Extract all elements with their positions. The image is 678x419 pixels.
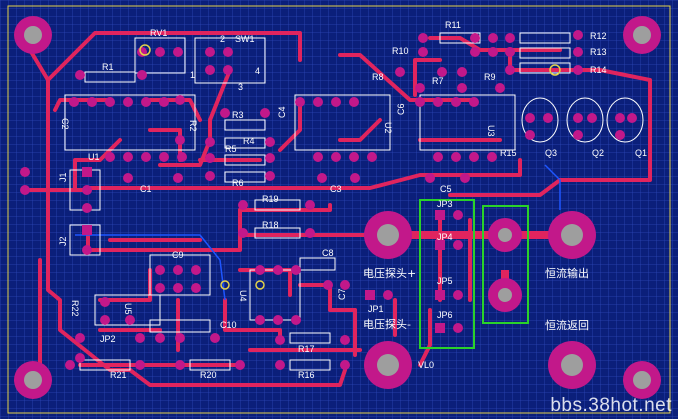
- label-r15: R15: [500, 148, 517, 158]
- label-r18: R18: [262, 220, 279, 230]
- label-q3: Q3: [545, 148, 557, 158]
- label-u4: U4: [238, 290, 248, 302]
- label-r17: R17: [298, 344, 315, 354]
- mount-pads: [14, 16, 661, 399]
- label-c3: C3: [330, 184, 342, 194]
- label-r5: R5: [225, 144, 237, 154]
- label-c9: C9: [172, 250, 184, 260]
- label-jp1: JP1: [368, 304, 384, 314]
- label-r3: R3: [232, 110, 244, 120]
- label-constant-current-return: 恒流返回: [545, 318, 589, 332]
- label-r14: R14: [590, 65, 607, 75]
- label-jp5: JP5: [437, 276, 453, 286]
- label-sw-pin-4: 4: [255, 66, 260, 76]
- label-r11: R11: [445, 20, 461, 30]
- label-r2: R2: [188, 120, 198, 132]
- label-r22: R22: [70, 300, 80, 317]
- label-r19: R19: [262, 194, 279, 204]
- label-c2: C2: [60, 118, 70, 130]
- label-j2: J2: [58, 236, 68, 246]
- label-voltage-probe-plus: 电压探头+: [363, 267, 416, 280]
- label-rv1: RV1: [150, 28, 167, 38]
- jumper-highlight: [419, 199, 529, 349]
- label-c7: C7: [337, 288, 347, 300]
- label-r21: R21: [110, 370, 127, 380]
- label-j1: J1: [58, 172, 68, 182]
- label-sw-pin-1: 1: [190, 70, 195, 80]
- watermark: bbs.38hot.net: [550, 395, 672, 416]
- label-jp4: JP4: [437, 232, 453, 242]
- label-r10: R10: [392, 46, 409, 56]
- label-r8: R8: [372, 72, 384, 82]
- label-sw-pin-3: 3: [238, 82, 243, 92]
- label-c8: C8: [322, 248, 334, 258]
- label-u1: U1: [88, 152, 100, 162]
- label-r9: R9: [484, 72, 496, 82]
- label-r1: R1: [102, 62, 114, 72]
- label-r12: R12: [590, 31, 607, 41]
- label-q1: Q1: [635, 148, 647, 158]
- square-pads: [82, 167, 445, 333]
- label-constant-current-output: 恒流输出: [545, 266, 589, 280]
- label-sw-pin-2: 2: [220, 34, 225, 44]
- label-jp6: JP6: [437, 310, 453, 320]
- label-jp2: JP2: [100, 334, 116, 344]
- label-u5: U5: [123, 303, 133, 315]
- label-u2: U2: [383, 122, 393, 134]
- label-sw1: SW1: [235, 34, 255, 44]
- vias: [139, 44, 561, 290]
- label-r20: R20: [200, 370, 217, 380]
- label-q2: Q2: [592, 148, 604, 158]
- board-outline: [7, 5, 671, 414]
- label-r7: R7: [432, 76, 444, 86]
- label-u3: U3: [486, 125, 496, 137]
- component-labels: RV1 SW1 2 3 4 1 R1 R2 R3 R4 R5 R6 R7 R8 …: [58, 20, 647, 380]
- label-r6: R6: [232, 178, 244, 188]
- blue-traces: [75, 164, 561, 301]
- label-voltage-probe-minus: 电压探头-: [363, 318, 411, 331]
- silkscreen: [64, 32, 644, 371]
- label-c10: C10: [220, 320, 237, 330]
- label-jp3: JP3: [437, 199, 453, 209]
- label-r16: R16: [298, 370, 315, 380]
- pads: [20, 30, 637, 370]
- label-r4: R4: [243, 136, 255, 146]
- label-r13: R13: [590, 47, 607, 57]
- label-c6: C6: [396, 103, 406, 115]
- label-c5: C5: [440, 184, 452, 194]
- label-vl0: VL0: [418, 360, 434, 370]
- label-c4: C4: [277, 106, 287, 118]
- label-c1: C1: [140, 184, 152, 194]
